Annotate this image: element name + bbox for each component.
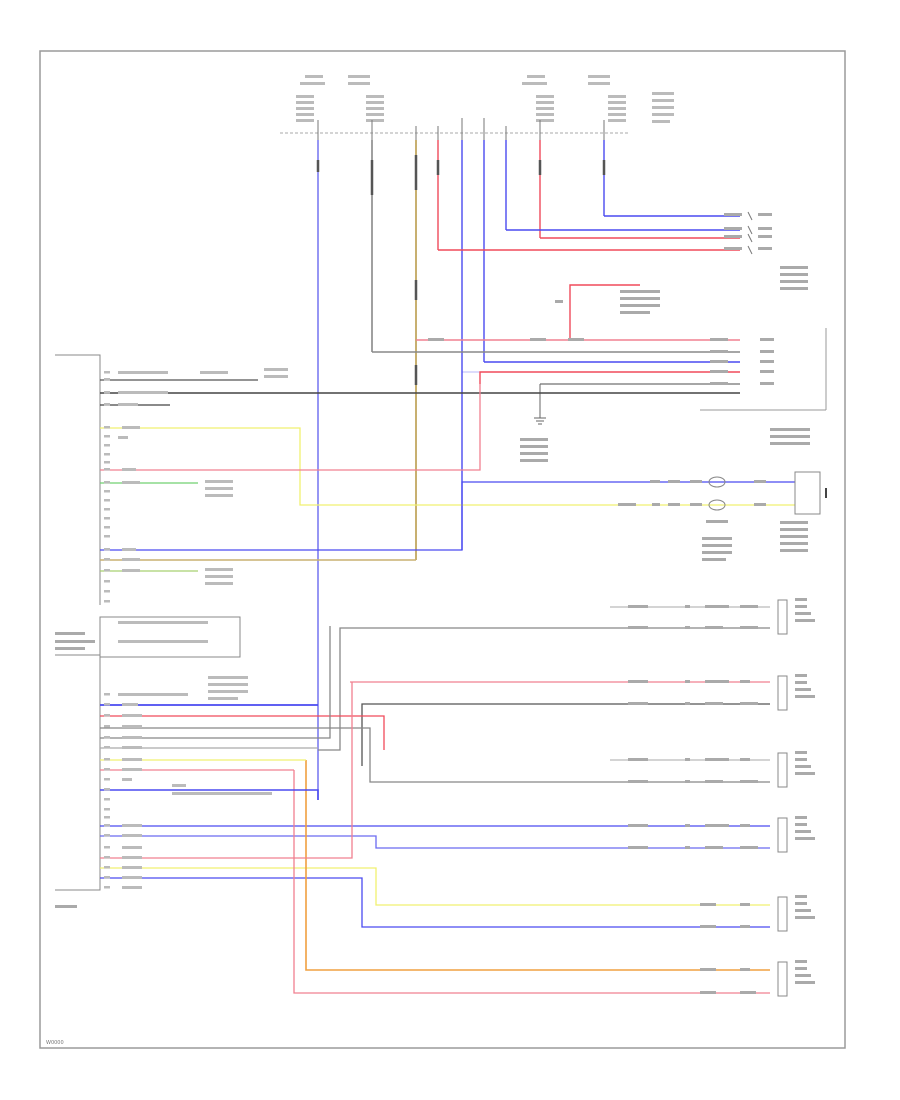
head-unit-module [55,354,241,908]
fuse-block-top [280,75,674,140]
module-lower-pins [104,676,272,889]
module-lower-wires [100,626,385,859]
footer-code: W0000 [46,1040,64,1046]
speaker-wires [100,606,770,994]
speaker-connectors [628,598,815,997]
module-upper-pins [104,368,288,643]
module-outline-upper [55,354,101,605]
top-vertical-wires [316,140,606,800]
module-upper-wires [100,379,745,572]
upper-right-connector [438,211,808,290]
module-sub-box [99,616,241,658]
diagram-frame [39,50,846,1049]
module-outline-lower [55,654,101,891]
clock-connector [618,471,827,561]
middle-connector [372,284,827,462]
